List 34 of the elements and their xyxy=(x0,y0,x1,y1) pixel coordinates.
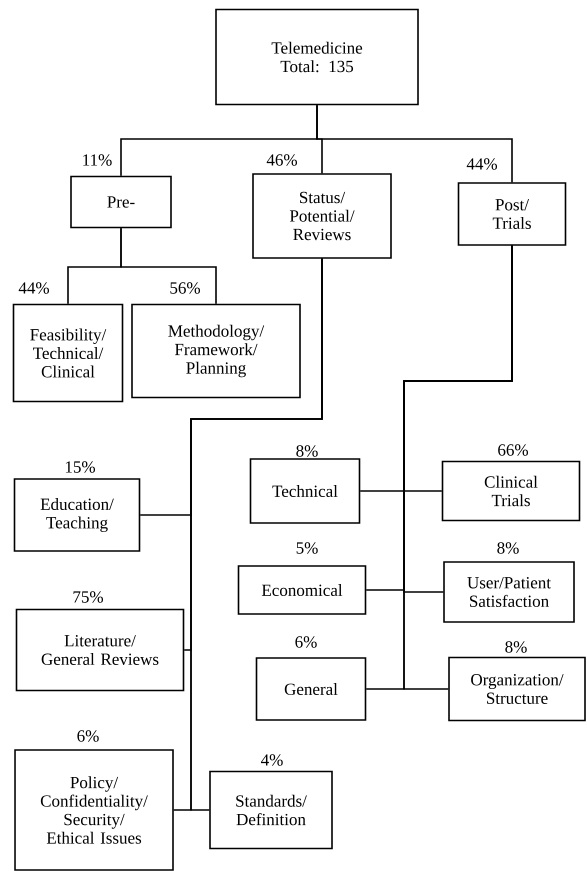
category-box: Clinical Trials xyxy=(442,460,580,522)
percentage-label: 8% xyxy=(497,542,519,554)
category-box: Organization/ Structure xyxy=(448,656,586,722)
category-box: Methodology/ Framework/ Planning xyxy=(131,304,301,398)
category-box: Telemedicine Total: 135 xyxy=(215,8,419,106)
category-box: Pre- xyxy=(70,176,172,228)
connector-line xyxy=(403,246,513,690)
category-box: Literature/ General Reviews xyxy=(16,608,184,692)
category-box: Post/ Trials xyxy=(458,182,566,246)
percentage-label: 6% xyxy=(295,636,317,648)
percentage-label: 5% xyxy=(296,542,318,554)
percentage-label: 11% xyxy=(83,154,112,166)
category-box: General xyxy=(256,657,366,721)
percentage-label: 44% xyxy=(466,158,497,170)
category-box: Standards/ Definition xyxy=(209,770,333,850)
category-box: User/Patient Satisfaction xyxy=(443,561,575,623)
percentage-label: 8% xyxy=(505,641,527,653)
category-box: Technical xyxy=(250,458,360,524)
category-box: Economical xyxy=(238,565,366,615)
connector-line xyxy=(316,105,513,182)
percentage-label: 6% xyxy=(77,730,99,742)
category-box: Policy/ Confidentiality/ Security/ Ethical Issues xyxy=(14,749,174,871)
category-box: Feasibility/ Technical/ Clinical xyxy=(12,304,124,402)
percentage-label: 56% xyxy=(170,282,200,294)
category-box: Education/ Teaching xyxy=(14,478,140,552)
percentage-label: 75% xyxy=(74,591,103,603)
percentage-label: 46% xyxy=(266,154,297,166)
percentage-label: 15% xyxy=(66,461,95,473)
percentage-label: 66% xyxy=(498,444,528,456)
percentage-label: 8% xyxy=(296,445,318,457)
category-box: Status/ Potential/ Reviews xyxy=(252,173,392,259)
percentage-label: 44% xyxy=(18,282,49,294)
connector-line xyxy=(120,228,217,304)
percentage-label: 4% xyxy=(261,754,283,766)
